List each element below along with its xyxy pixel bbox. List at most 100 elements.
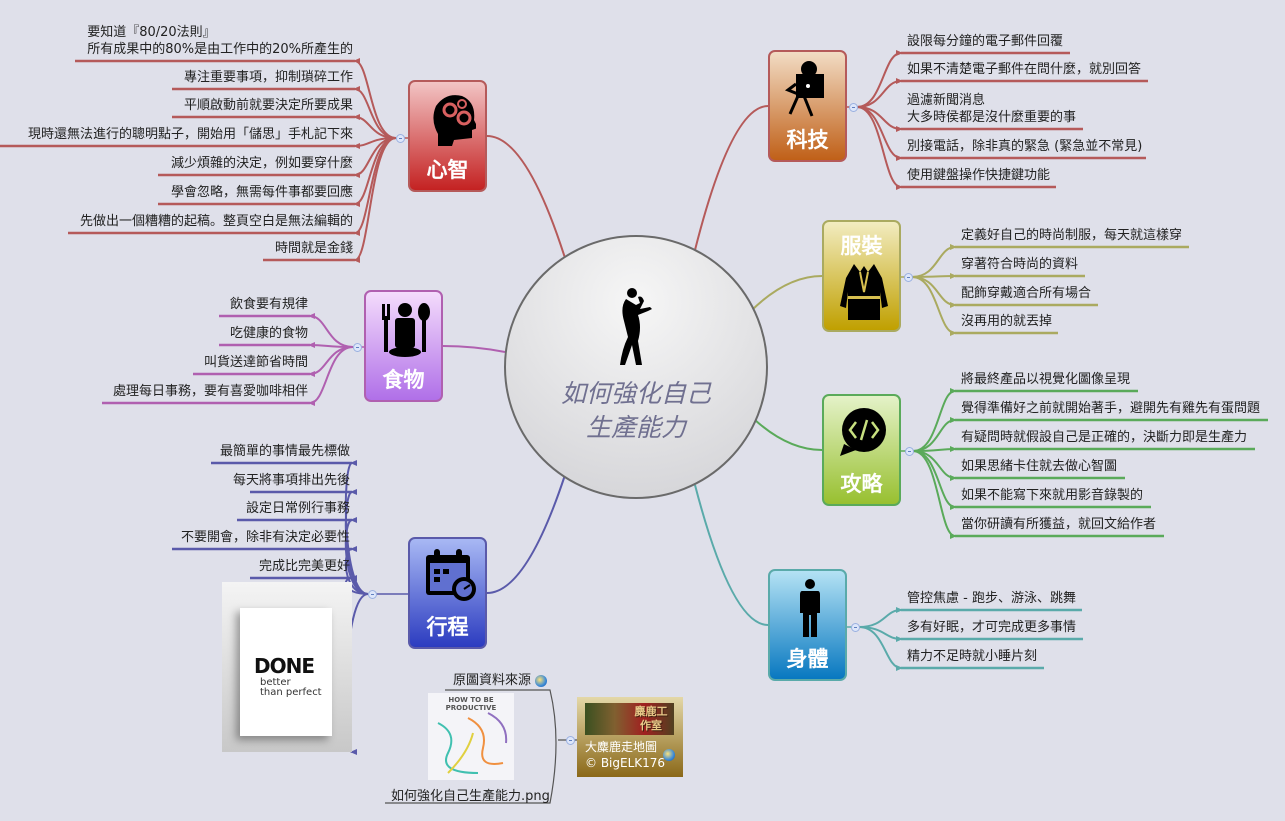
connector <box>486 474 566 594</box>
connector <box>856 52 902 108</box>
subtopic-item[interactable]: 將最終產品以視覺化圖像呈現 <box>961 372 1131 387</box>
subtopic-item[interactable]: 多有好眠，才可完成更多事情 <box>907 620 1077 635</box>
collapse-toggle[interactable] <box>396 134 405 143</box>
subtopic-item[interactable]: 管控焦慮 - 跑步、游泳、跳舞 <box>907 591 1076 606</box>
topic-mind[interactable]: 心智 <box>408 80 487 192</box>
bodybuilder-silhouette-icon <box>620 288 652 365</box>
subtopic-item[interactable]: 精力不足時就小睡片刻 <box>907 649 1038 664</box>
arrowhead <box>350 489 357 495</box>
subtopic-item[interactable]: 設定日常例行事務 <box>245 501 350 516</box>
collapse-toggle[interactable] <box>851 623 860 632</box>
subtopic-item[interactable]: 配飾穿戴適合所有場合 <box>961 286 1092 301</box>
arrowhead <box>950 504 957 510</box>
connector <box>309 315 354 348</box>
done-poster-image: DONE better than perfect <box>222 582 352 752</box>
code-speech-bubble-icon <box>838 404 890 468</box>
subtopic-item[interactable]: 覺得準備好之前就開始著手，避開先有雞先有蛋問題 <box>961 401 1261 416</box>
globe-link-icon[interactable] <box>663 749 675 761</box>
subtopic-item[interactable]: 時間就是金錢 <box>274 241 353 256</box>
topic-body[interactable]: 身體 <box>768 569 847 681</box>
collapse-toggle[interactable] <box>904 273 913 282</box>
subtopic-item[interactable]: 飲食要有規律 <box>229 297 308 312</box>
subtopic-item[interactable]: 穿著符合時尚的資料 <box>961 257 1079 272</box>
connector <box>911 276 956 334</box>
coat-icon <box>838 262 890 326</box>
subtopic-item[interactable]: 如果不清楚電子郵件在問什麼，就別回答 <box>907 62 1142 77</box>
subtopic-item[interactable]: 專注重要事項，抑制瑣碎工作 <box>183 70 353 85</box>
arrowhead <box>896 50 903 56</box>
connector <box>912 450 956 479</box>
source-link[interactable]: 原圖資料來源 <box>453 669 548 688</box>
connector <box>754 419 823 451</box>
badge-text: 大麋鹿走地圖 © BigELK176 <box>585 740 666 770</box>
subtopic-item[interactable]: 減少煩雜的決定，例如要穿什麼 <box>170 156 353 171</box>
collapse-toggle[interactable] <box>368 590 377 599</box>
collapse-toggle[interactable] <box>353 343 362 352</box>
collapse-toggle[interactable] <box>566 736 575 745</box>
subtopic-item[interactable]: 當你研讀有所獲益，就回文給作者 <box>961 517 1157 532</box>
topic-schedule[interactable]: 行程 <box>408 537 487 649</box>
topic-strategy[interactable]: 攻略 <box>822 394 901 506</box>
topic-tech[interactable]: 科技 <box>768 50 847 162</box>
thumbnail-doodle <box>437 712 508 774</box>
central-topic[interactable]: 如何強化自己 生產能力 <box>504 235 768 499</box>
topic-food[interactable]: 食物 <box>364 290 443 402</box>
subtopic-item[interactable]: 最簡單的事情最先標做 <box>219 444 350 459</box>
topic-clothing[interactable]: 服裝 <box>822 220 901 332</box>
bigelk-badge[interactable]: 麋鹿工作室 大麋鹿走地圖 © BigELK176 <box>577 697 683 777</box>
arrowhead <box>308 342 315 348</box>
subtopic-item[interactable]: 設限每分鐘的電子郵件回覆 <box>907 34 1064 49</box>
arrowhead <box>896 184 903 190</box>
subtopic-item[interactable]: 叫貨送達節省時間 <box>203 355 308 370</box>
subtopic-item[interactable]: 如果不能寫下來就用影音錄製的 <box>961 488 1144 503</box>
subtopic-item[interactable]: 定義好自己的時尚制服，每天就這樣穿 <box>961 228 1183 243</box>
arrowhead <box>350 460 357 466</box>
arrowhead <box>350 517 357 523</box>
arrowhead <box>353 86 360 92</box>
connector <box>858 626 902 669</box>
subtopic-item[interactable]: 如果思緒卡住就去做心智圖 <box>961 459 1118 474</box>
productive-thumbnail-image: HOW TO BE PRODUCTIVE <box>428 693 514 780</box>
connector <box>309 346 354 375</box>
subtopic-item[interactable]: 要知道『80/20法則』 所有成果中的80%是由工作中的20%所產生的 <box>87 25 353 57</box>
source-filename[interactable]: 如何強化自己生產能力.png <box>391 789 550 804</box>
connector <box>751 275 823 311</box>
subtopic-item[interactable]: 處理每日事務，要有喜愛咖啡相伴 <box>112 384 308 399</box>
subtopic-item[interactable]: 吃健康的食物 <box>229 326 308 341</box>
collapse-toggle[interactable] <box>849 103 858 112</box>
subtopic-item[interactable]: 完成比完美更好 <box>258 559 350 574</box>
arrowhead <box>950 302 957 308</box>
fork-spoon-person-icon <box>380 300 432 364</box>
arrowhead <box>950 388 957 394</box>
subtopic-item[interactable]: 學會忽略，無需每件事都要回應 <box>170 185 353 200</box>
standing-person-icon <box>784 579 836 643</box>
subtopic-item[interactable]: 沒再用的就丟掉 <box>961 314 1053 329</box>
badge-logo-text: 麋鹿工作室 <box>634 705 668 732</box>
globe-link-icon[interactable] <box>535 674 548 687</box>
topic-label: 科技 <box>786 128 829 152</box>
connector <box>694 484 769 626</box>
connector <box>856 106 902 188</box>
subtopic-item[interactable]: 不要開會，除非有決定必要性 <box>180 530 350 545</box>
subtopic-item[interactable]: 平順啟動前就要決定所要成果 <box>183 98 353 113</box>
connector <box>912 450 956 537</box>
connector <box>912 419 956 452</box>
connector <box>858 609 902 628</box>
topic-label: 食物 <box>382 368 425 392</box>
arrowhead <box>308 371 315 377</box>
arrowhead <box>950 533 957 539</box>
arrowhead <box>950 475 957 481</box>
subtopic-item[interactable]: 別接電話，除非真的緊急 (緊急並不常見) <box>907 139 1143 154</box>
subtopic-item[interactable]: 使用鍵盤操作快捷鍵功能 <box>907 168 1051 183</box>
subtopic-item[interactable]: 每天將事項排出先後 <box>232 473 350 488</box>
subtopic-item[interactable]: 有疑問時就假設自己是正確的，決斷力即是生產力 <box>961 430 1248 445</box>
topic-label: 行程 <box>426 615 469 639</box>
subtopic-item[interactable]: 過濾新聞消息 大多時侯都是沒什麼重要的事 <box>907 93 1077 125</box>
arrowhead <box>353 257 360 263</box>
arrowhead <box>950 330 957 336</box>
subtopic-item[interactable]: 先做出一個糟糟的起稿。整頁空白是無法編輯的 <box>79 214 353 229</box>
connector <box>354 137 397 234</box>
collapse-toggle[interactable] <box>905 447 914 456</box>
arrowhead <box>896 636 903 642</box>
subtopic-item[interactable]: 現時還無法進行的聰明點子，開始用「儲思」手札記下來 <box>27 127 353 142</box>
